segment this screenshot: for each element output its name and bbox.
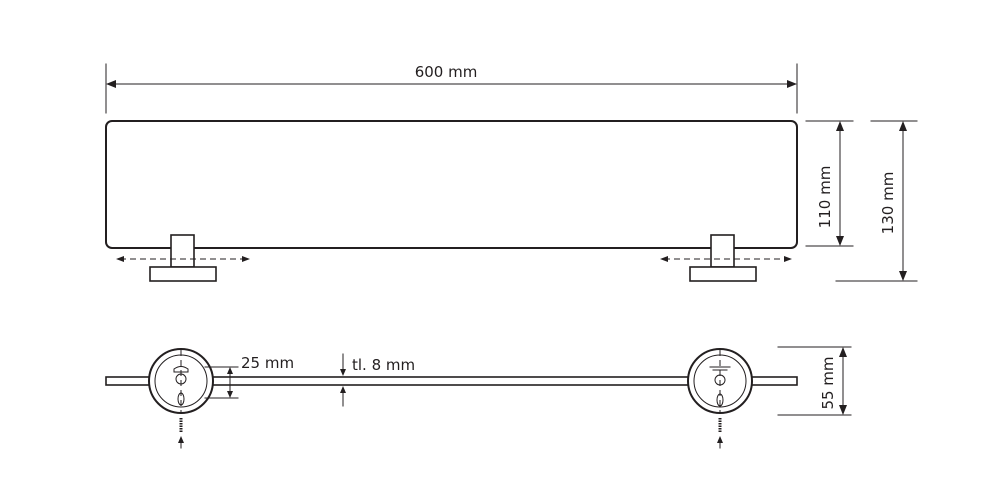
depth-dimension: 55 mm [777,346,852,416]
depth-label: 55 mm [819,356,837,409]
glass-thickness-label: tl. 8 mm [352,356,415,374]
glass-panel-front [105,120,798,249]
right-bracket-front [660,234,792,282]
bracket-width-label: 25 mm [241,354,294,372]
total-height-label: 130 mm [879,172,897,235]
left-bracket-top [148,348,214,449]
right-bracket-top [687,348,753,449]
glass-height-dimension: 110 mm [805,120,854,247]
bracket-width-dimension: 25 mm [204,354,294,399]
right-screw-icon [717,418,723,449]
top-view: 25 mm tl. 8 mm 55 mm [105,346,852,449]
glass-thickness-dimension: tl. 8 mm [340,353,415,407]
length-dimension: 600 mm [105,63,798,114]
left-bracket-front [116,234,250,282]
front-view: 600 mm 110 mm 130 mm [105,63,918,282]
length-label: 600 mm [415,63,478,81]
glass-height-label: 110 mm [816,166,834,229]
left-screw-icon [178,418,184,449]
total-height-dimension: 130 mm [835,120,918,282]
glass-panel-top [105,376,798,386]
